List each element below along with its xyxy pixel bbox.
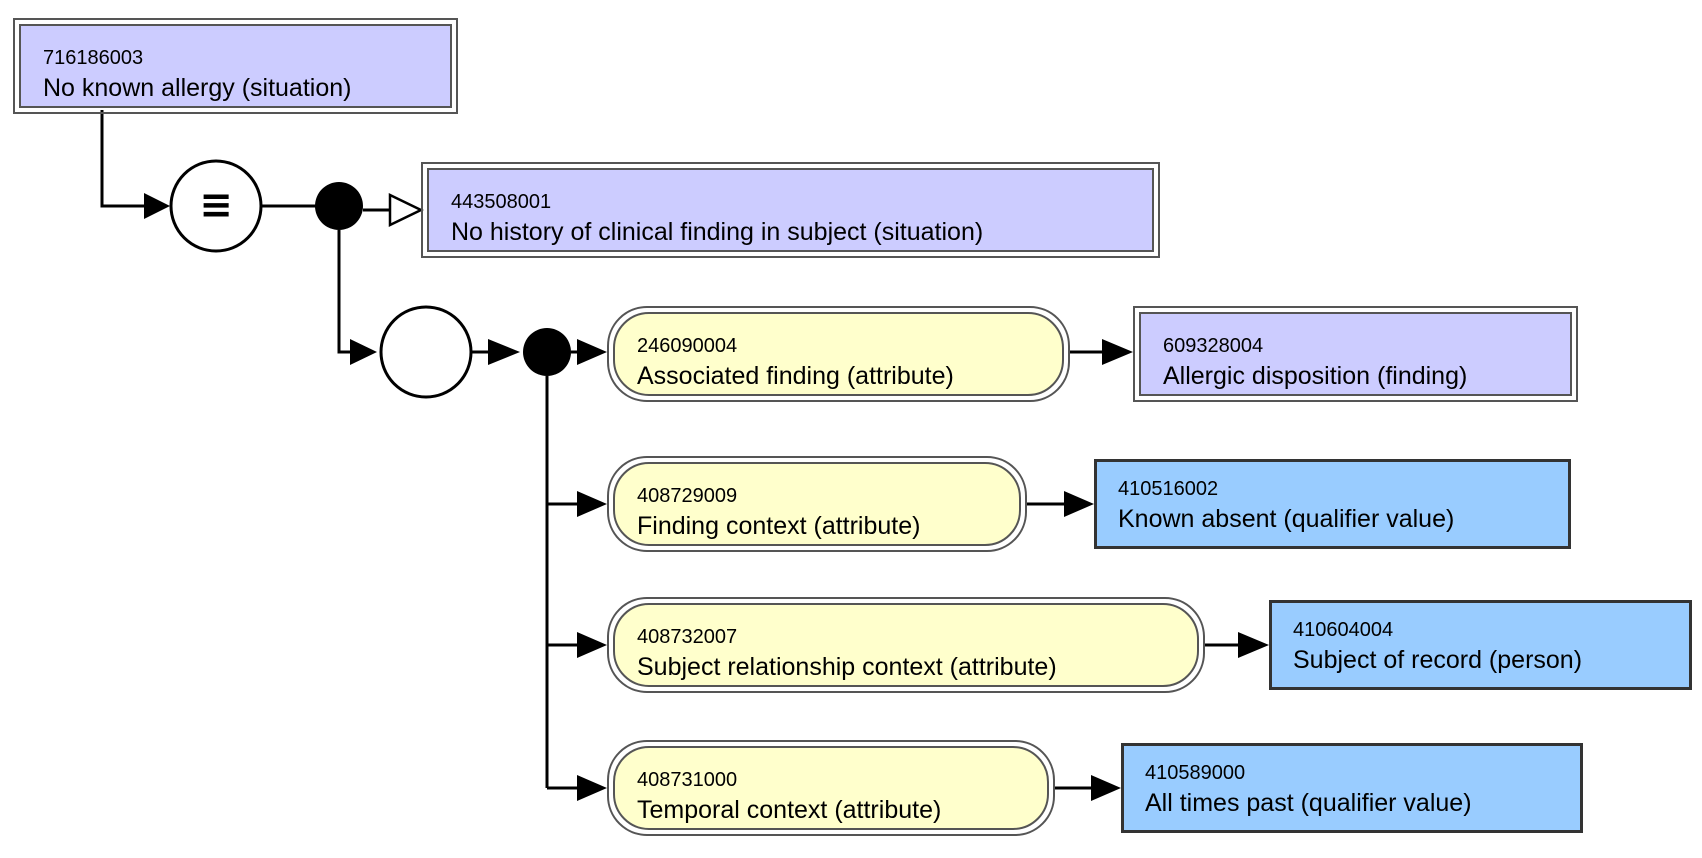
equivalence-icon: ≡ — [199, 182, 233, 228]
attribute-sctid: 246090004 — [637, 335, 738, 357]
attribute-subject-relationship-context: 408732007 Subject relationship context (… — [607, 597, 1205, 693]
isa-arrowhead-icon — [388, 193, 424, 227]
value-sctid: 410516002 — [1118, 478, 1219, 500]
parent-concept-sctid: 443508001 — [451, 191, 552, 213]
attribute-associated-finding: 246090004 Associated finding (attribute) — [607, 306, 1070, 402]
group-conjunction-dot — [523, 328, 571, 376]
focus-concept-term: No known allergy (situation) — [43, 74, 352, 102]
attribute-finding-context: 408729009 Finding context (attribute) — [607, 456, 1027, 552]
value-sctid: 609328004 — [1163, 335, 1264, 357]
parent-concept-box: 443508001 No history of clinical finding… — [421, 162, 1160, 258]
value-term: All times past (qualifier value) — [1145, 789, 1472, 817]
attribute-group-circle — [379, 305, 473, 399]
arrowhead-associated-finding-value — [1102, 339, 1133, 365]
attribute-term: Associated finding (attribute) — [637, 362, 954, 390]
parent-concept-term: No history of clinical finding in subjec… — [451, 218, 984, 246]
focus-concept-box: 716186003 No known allergy (situation) — [13, 18, 458, 114]
value-sctid: 410604004 — [1293, 619, 1394, 641]
attribute-sctid: 408729009 — [637, 485, 738, 507]
value-subject-of-record: 410604004 Subject of record (person) — [1269, 600, 1692, 690]
attribute-sctid: 408732007 — [637, 626, 738, 648]
value-known-absent: 410516002 Known absent (qualifier value) — [1094, 459, 1571, 549]
arrowhead-temporal-context — [577, 775, 607, 801]
value-term: Allergic disposition (finding) — [1163, 362, 1468, 390]
conjunction-dot — [315, 182, 363, 230]
attribute-temporal-context: 408731000 Temporal context (attribute) — [607, 740, 1055, 836]
arrowhead-definition-status — [144, 193, 170, 219]
arrowhead-temporal-context-value — [1091, 775, 1121, 801]
focus-concept-sctid: 716186003 — [43, 47, 144, 69]
arrowhead-subject-relationship-context — [577, 632, 607, 658]
attribute-term: Subject relationship context (attribute) — [637, 653, 1057, 681]
arrowhead-group — [350, 339, 377, 365]
attribute-term: Temporal context (attribute) — [637, 796, 942, 824]
arrowhead-finding-context-value — [1064, 491, 1094, 517]
value-allergic-disposition: 609328004 Allergic disposition (finding) — [1133, 306, 1578, 402]
value-term: Subject of record (person) — [1293, 646, 1583, 674]
connector-conjunction-to-group — [337, 230, 350, 354]
arrowhead-finding-context — [577, 491, 607, 517]
attribute-term: Finding context (attribute) — [637, 512, 921, 540]
value-term: Known absent (qualifier value) — [1118, 505, 1455, 533]
connector-focus-to-definition-status — [100, 110, 144, 208]
arrowhead-associated-finding — [577, 339, 607, 365]
attribute-sctid: 408731000 — [637, 769, 738, 791]
value-sctid: 410589000 — [1145, 762, 1246, 784]
arrowhead-subject-relationship-context-value — [1238, 632, 1269, 658]
value-all-times-past: 410589000 All times past (qualifier valu… — [1121, 743, 1583, 833]
arrowhead-group-conjunction — [488, 339, 520, 365]
